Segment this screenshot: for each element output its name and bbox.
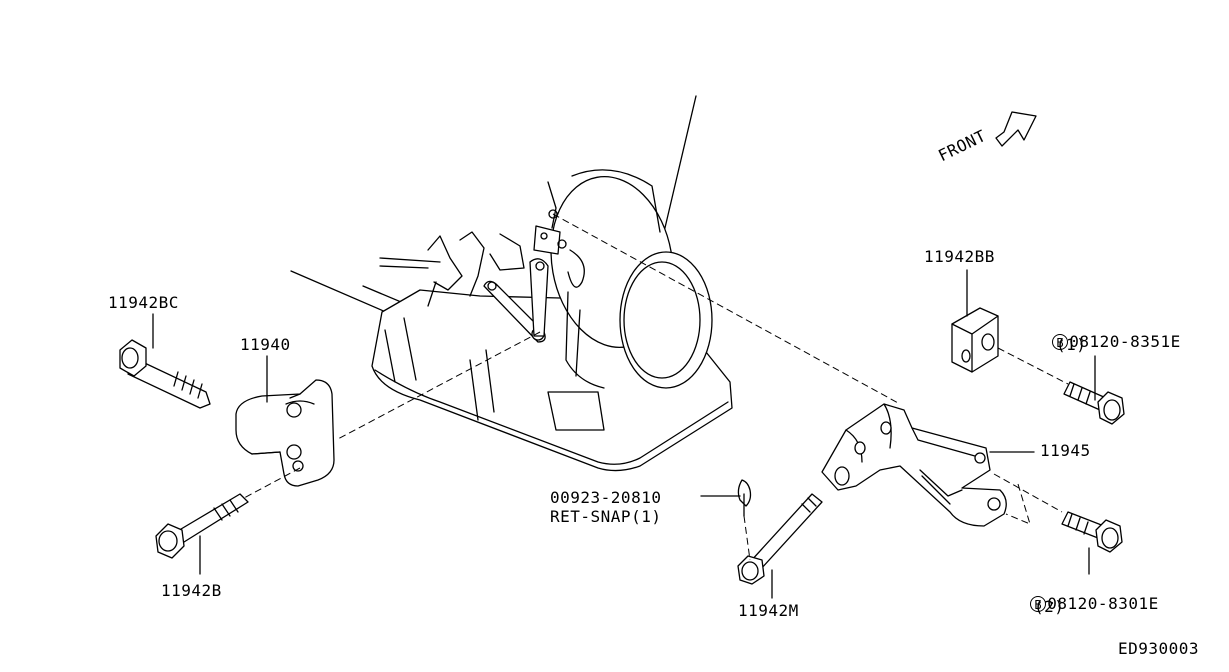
label-11942bb: 11942BB [924,247,995,266]
label-11945: 11945 [1040,441,1091,460]
leader-lines [152,269,1096,599]
label-11942bc: 11942BC [108,293,179,312]
bolt-mark-circle: B [1030,596,1047,612]
assembly-lines [243,213,1069,561]
label-bolt-8351e-code: 08120-8351E [1069,332,1181,351]
bolt-11942bc [119,339,211,409]
label-ret-snap-name: RET-SNAP(1) [550,507,662,526]
bracket-11945 [821,403,1007,527]
block-11942bb [951,307,999,373]
figure-code: ED930003 [1118,639,1200,658]
label-11940: 11940 [240,335,291,354]
label-11942m: 11942M [738,601,799,620]
bolt-08120-8351e [1063,381,1125,425]
bolt-08120-8301e [1061,511,1123,553]
transmission-assembly [290,95,733,472]
label-11942b: 11942B [161,581,222,600]
bolt-mark-circle: B [1052,334,1069,350]
bracket-11940 [235,379,335,487]
label-bolt-8351e-qty: (1) [1056,335,1087,354]
bolt-11942m [737,493,823,585]
label-bolt-8301e-code: 08120-8301E [1047,594,1159,613]
label-bolt-8301e-qty: (2) [1034,597,1065,616]
bolt-11942b [155,493,249,559]
front-arrow-icon [995,111,1037,147]
ret-snap-clip [737,479,752,517]
label-ret-snap-code: 00923-20810 [550,488,662,507]
